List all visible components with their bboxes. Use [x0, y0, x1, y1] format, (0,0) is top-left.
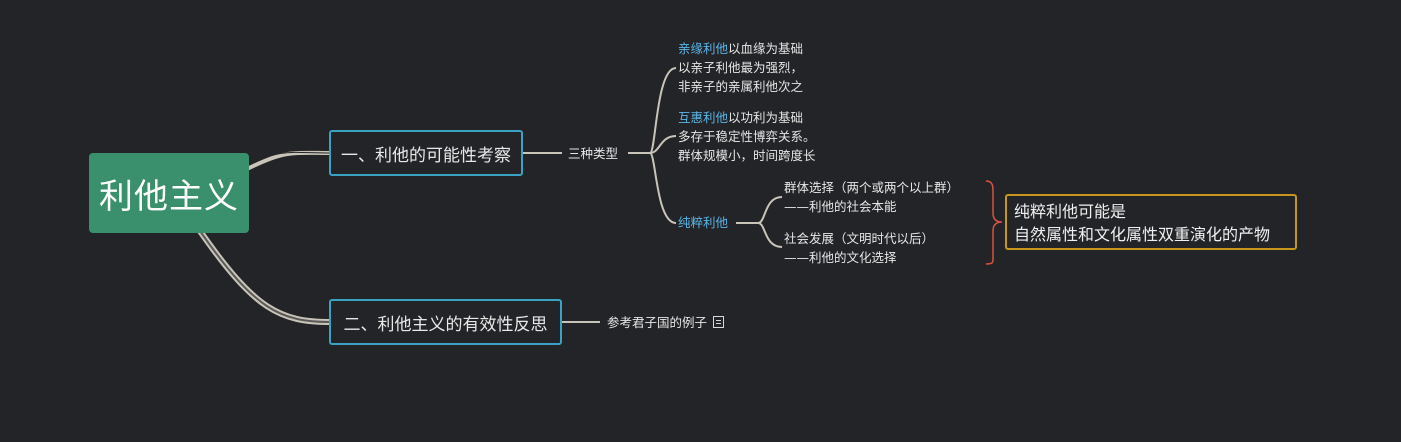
group-selection-line2: ——利他的社会本能: [784, 199, 897, 214]
topic-social-development[interactable]: 社会发展（文明时代以后） ——利他的文化选择: [784, 229, 934, 267]
subtopic-three-types-label: 三种类型: [568, 146, 619, 161]
branch-effectiveness[interactable]: 二、利他主义的有效性反思: [329, 299, 562, 345]
kin-line2: 以亲子利他最为强烈，: [678, 60, 804, 75]
document-icon[interactable]: [713, 316, 725, 328]
social-development-line2: ——利他的文化选择: [784, 250, 897, 265]
connector-root-branch2: [197, 229, 332, 325]
reciprocal-line1: 互惠利他以功利为基础: [678, 108, 816, 127]
branch-possibility[interactable]: 一、利他的可能性考察: [329, 130, 523, 176]
junziguo-label: 参考君子国的例子: [607, 315, 708, 330]
connector-root-branch1-inner: [244, 151, 332, 166]
topic-junziguo-example[interactable]: 参考君子国的例子: [607, 313, 725, 332]
connector-to-kin: [649, 67, 677, 154]
connector-root-branch1: [244, 150, 332, 172]
kin-line1-rest: 以血缘为基础: [728, 41, 804, 56]
reciprocal-line3: 群体规模小，时间跨度长: [678, 148, 816, 163]
kin-line1: 亲缘利他以血缘为基础: [678, 39, 803, 58]
branch-possibility-label: 一、利他的可能性考察: [341, 145, 511, 166]
kin-highlight: 亲缘利他: [678, 41, 729, 56]
topic-reciprocal-altruism[interactable]: 互惠利他以功利为基础 多存于稳定性博弈关系。 群体规模小，时间跨度长: [678, 108, 816, 165]
connector-to-reciprocal: [649, 135, 677, 154]
summary-line1: 纯粹利他可能是: [1014, 202, 1127, 221]
topic-pure-altruism[interactable]: 纯粹利他: [678, 213, 728, 232]
topic-group-selection[interactable]: 群体选择（两个或两个以上群） ——利他的社会本能: [784, 178, 959, 216]
root-topic[interactable]: 利他主义: [89, 153, 249, 233]
branch-effectiveness-label: 二、利他主义的有效性反思: [343, 314, 548, 335]
reciprocal-line2: 多存于稳定性博弈关系。: [678, 129, 816, 144]
summary-box[interactable]: 纯粹利他可能是 自然属性和文化属性双重演化的产物: [1005, 194, 1297, 250]
social-development-line1: 社会发展（文明时代以后）: [784, 231, 935, 246]
group-selection-line1: 群体选择（两个或两个以上群）: [784, 180, 960, 195]
connector-to-group: [757, 196, 783, 224]
connector-to-pure: [649, 152, 677, 224]
topic-kin-altruism[interactable]: 亲缘利他以血缘为基础 以亲子利他最为强烈， 非亲子的亲属利他次之: [678, 39, 803, 96]
pure-altruism-label: 纯粹利他: [678, 215, 729, 230]
subtopic-three-types[interactable]: 三种类型: [568, 144, 618, 163]
connector-root-branch2-inner: [199, 230, 332, 323]
summary-line2: 自然属性和文化属性双重演化的产物: [1014, 225, 1271, 244]
connector-to-social: [757, 222, 783, 248]
reciprocal-line1-rest: 以功利为基础: [728, 110, 804, 125]
reciprocal-highlight: 互惠利他: [678, 110, 729, 125]
kin-line3: 非亲子的亲属利他次之: [678, 79, 804, 94]
summary-brace: [985, 180, 1003, 265]
root-topic-label: 利他主义: [99, 176, 239, 217]
